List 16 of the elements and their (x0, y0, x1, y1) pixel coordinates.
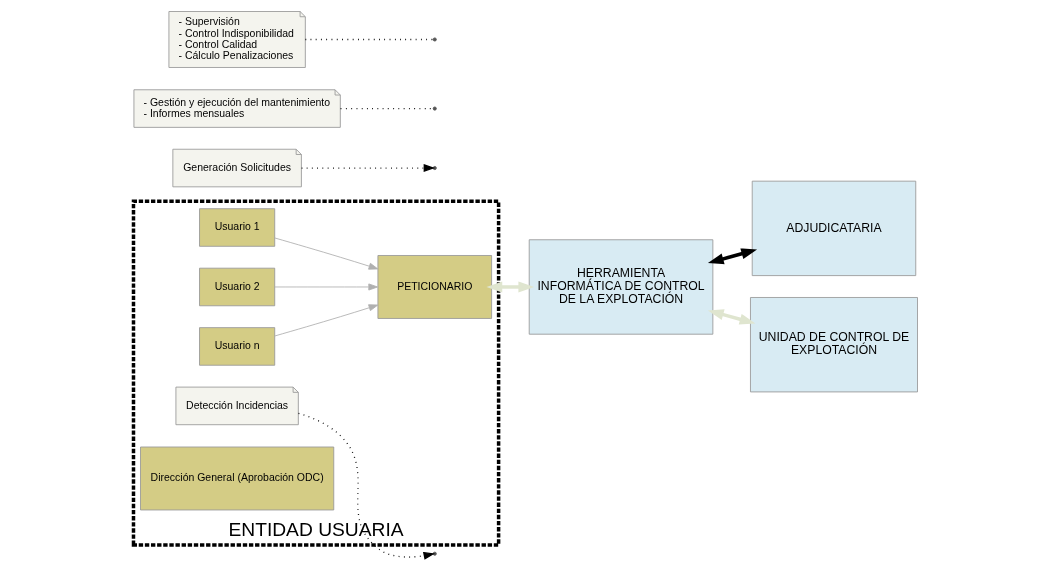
node-box: ADJUDICATARIA (751, 180, 916, 277)
node-box: Usuario 1 (198, 208, 275, 247)
arrow (273, 283, 378, 291)
node-box: UNIDAD DE CONTROL DE EXPLOTACIÓN (749, 297, 918, 393)
arrow (297, 412, 435, 560)
node-box: Usuario 2 (198, 267, 275, 307)
arrow (707, 248, 757, 265)
arrow (485, 281, 534, 293)
arrow (273, 237, 378, 270)
arrow (273, 304, 378, 337)
arrow (707, 309, 755, 325)
node-box: HERRAMIENTA INFORMÁTICA DE CONTROL DE LA EXPLOTACIÓN (528, 239, 713, 335)
connector (304, 38, 434, 41)
node-box: Dirección General (Aprobación ODC) (139, 446, 334, 511)
node-box: Usuario n (198, 327, 275, 366)
node-box: PETICIONARIO (377, 255, 492, 319)
